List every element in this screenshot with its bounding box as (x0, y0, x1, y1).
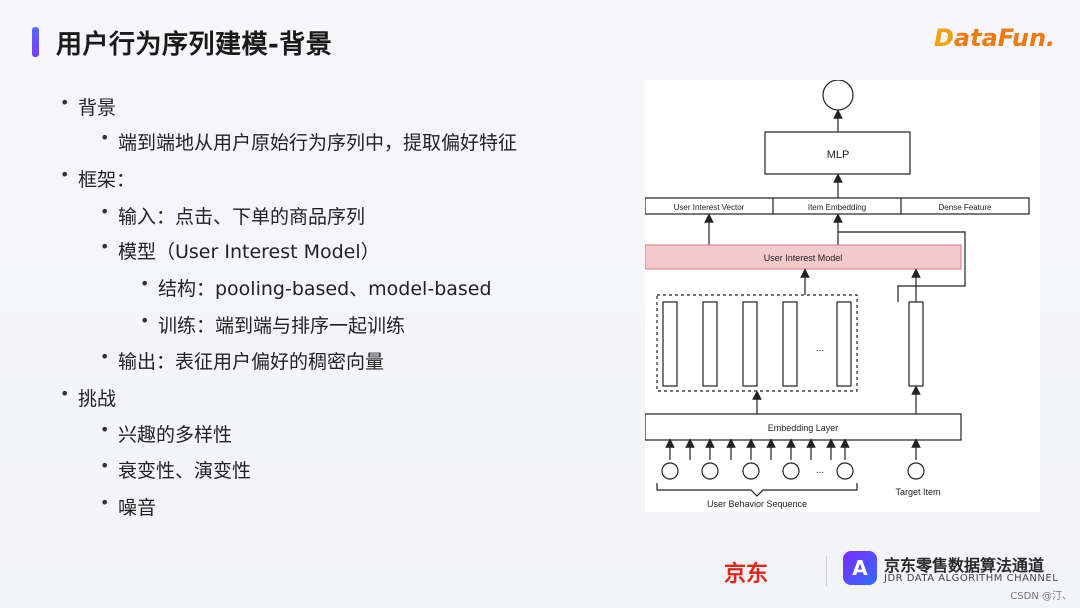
channel-subtitle: JDR DATA ALGORITHM CHANNEL (884, 573, 1059, 584)
user-interest-vector-label: User Interest Vector (674, 203, 745, 212)
bullet-item: •框架： (60, 165, 136, 191)
bullet-dot: • (100, 128, 110, 147)
bullet-dot: • (60, 93, 70, 112)
bullet-item: •噪音 (100, 493, 157, 519)
behavior-item-node (661, 462, 679, 480)
bullet-dot: • (100, 347, 110, 366)
bullet-item: •输出：表征用户偏好的稠密向量 (100, 347, 385, 373)
user-behavior-sequence-label: User Behavior Sequence (707, 499, 807, 509)
bullet-item: •兴趣的多样性 (100, 420, 233, 446)
logo-rest: ataFun. (953, 24, 1056, 52)
behavior-item-node (742, 462, 760, 480)
output-node (822, 79, 854, 111)
bullet-dot: • (100, 456, 110, 475)
behavior-item-node (701, 462, 719, 480)
bullet-dot: • (140, 311, 150, 330)
watermark: CSDN @汀、 (1010, 591, 1072, 602)
sequence-brace (656, 483, 858, 497)
bullet-item: •背景 (60, 93, 117, 119)
channel-icon: A (843, 551, 877, 585)
embedding-bar (742, 301, 758, 387)
behavior-item-node (782, 462, 800, 480)
bullet-item: •输入：点击、下单的商品序列 (100, 202, 366, 228)
user-interest-model-box (644, 244, 962, 270)
bullet-item: •结构：pooling-based、model-based (140, 274, 492, 300)
bullet-dot: • (60, 165, 70, 184)
footer-divider (826, 556, 827, 586)
ellipsis-label: ... (816, 465, 824, 476)
bullet-dot: • (100, 420, 110, 439)
datafun-logo: DataFun. (934, 24, 1055, 52)
bullet-item: •挑战 (60, 384, 117, 410)
embedding-layer-label: Embedding Layer (768, 423, 839, 433)
bullet-dot: • (100, 202, 110, 221)
bullet-dot: • (60, 384, 70, 403)
embedding-bar (662, 301, 678, 387)
jd-logo: 京东 (724, 562, 769, 587)
target-item-label: Target Item (895, 487, 940, 497)
architecture-diagram: MLP User Interest Vector Item Embedding … (644, 79, 1040, 512)
embedding-bar (702, 301, 718, 387)
embedding-bar (782, 301, 798, 387)
item-embedding-label: Item Embedding (808, 203, 866, 212)
embedding-bar (836, 301, 852, 387)
bullet-item: •模型（User Interest Model） (100, 237, 380, 263)
bullet-dot: • (100, 237, 110, 256)
dense-feature-label: Dense Feature (939, 203, 992, 212)
diagram-svg: MLP User Interest Vector Item Embedding … (644, 79, 1030, 509)
embedding-layer-box (644, 413, 962, 441)
user-interest-model-label: User Interest Model (764, 253, 843, 263)
mlp-label: MLP (827, 149, 850, 161)
bullet-item: •衰变性、演变性 (100, 456, 252, 482)
channel-title: 京东零售数据算法通道 (884, 556, 1045, 575)
bullet-dot: • (100, 493, 110, 512)
title-accent-bar (32, 27, 39, 57)
bullet-item: •端到端地从用户原始行为序列中，提取偏好特征 (100, 128, 518, 154)
bullet-item: •训练：端到端与排序一起训练 (140, 311, 406, 337)
behavior-item-node (836, 462, 854, 480)
ellipsis-label: ... (816, 343, 824, 354)
bullet-dot: • (140, 274, 150, 293)
connector (838, 231, 966, 302)
target-item-node (907, 462, 925, 480)
logo-d: D (934, 24, 954, 52)
mlp-box (764, 131, 911, 175)
page-title: 用户行为序列建模-背景 (56, 30, 333, 60)
target-embedding-bar (908, 301, 924, 387)
